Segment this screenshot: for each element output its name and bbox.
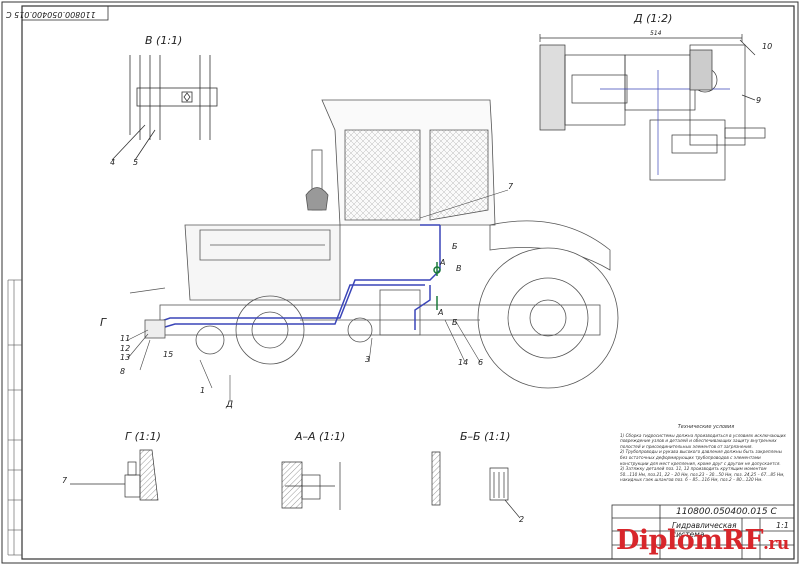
- dimension-width: 514: [650, 30, 662, 37]
- callout-leaders: [127, 189, 509, 400]
- view-title-aa: А–А (1:1): [295, 430, 346, 443]
- callout-2: 2: [519, 515, 525, 524]
- note-line: конструкции для мест крепления, кроме др…: [620, 460, 781, 466]
- callout-6: 6: [478, 358, 484, 367]
- callout-5: 5: [133, 158, 139, 167]
- section-mark-a-lower: А: [438, 308, 444, 317]
- callout-7: 7: [508, 182, 514, 191]
- note-line: 2) Трубопроводы и рукава высокого давлен…: [620, 449, 782, 455]
- view-bb-section: [431, 451, 521, 519]
- view-aa-section: [281, 461, 341, 510]
- watermark-suffix: .ru: [763, 534, 789, 554]
- callout-15: 15: [163, 350, 174, 359]
- rotated-drawing-code: 110800.050400.015 С: [6, 10, 96, 19]
- technical-notes-title: Технические условия: [677, 424, 735, 430]
- section-mark-b-upper: Б: [452, 242, 458, 251]
- note-line: 1) Сборка гидросистемы должна производит…: [620, 432, 786, 438]
- section-mark-a-upper: А: [440, 258, 446, 267]
- view-title-bb: Б–Б (1:1): [460, 430, 511, 443]
- rear-hitch: [129, 287, 166, 339]
- section-mark-b-lower: Б: [452, 318, 458, 327]
- view-title-v: В (1:1): [145, 34, 183, 47]
- stamp-sheet-scale: 1:1: [776, 521, 789, 530]
- watermark-text: DiplomRF: [616, 525, 764, 556]
- note-line: накидных гаек шлангов поз. 6 – 85...116 …: [620, 477, 763, 483]
- technical-notes: Технические условия 1) Сборка гидросисте…: [620, 424, 792, 483]
- rotated-code-box: [21, 5, 109, 21]
- callout-4: 4: [110, 158, 116, 167]
- stamp-drawing-code: 110800.050400.015 С: [676, 507, 777, 517]
- callout-12: 12: [120, 344, 131, 353]
- view-d-section: [539, 34, 766, 181]
- note-line: без остаточных деформирующих трубопровод…: [620, 454, 761, 460]
- callout-11: 11: [120, 334, 131, 343]
- stamp-drawing-title: Гидравлическая система: [672, 521, 737, 539]
- callout-10: 10: [762, 42, 773, 51]
- diplomrf-watermark: DiplomRF.ru: [616, 525, 789, 556]
- note-line: 50...110 Нм, поз.21, 22 – 20 Нм, поз.23 …: [620, 471, 785, 477]
- note-line: повреждение узлов и деталей и обеспечива…: [620, 438, 777, 444]
- title-block: [611, 504, 795, 560]
- callout-9: 9: [756, 96, 762, 105]
- callout-14: 14: [458, 358, 469, 367]
- section-mark-d: Д: [226, 400, 234, 410]
- view-title-d: Д (1:2): [634, 12, 673, 25]
- drawing-frame: [21, 5, 795, 560]
- callout-7-g: 7: [62, 476, 68, 485]
- tractor-main-view: [159, 99, 619, 389]
- view-g-detail: [70, 449, 159, 501]
- note-line: 3) Затяжку деталей поз. 11, 12 производи…: [620, 466, 767, 472]
- view-v-detail: [111, 55, 218, 161]
- callout-3: 3: [365, 355, 371, 364]
- callout-8: 8: [120, 367, 126, 376]
- view-title-g: Г (1:1): [125, 430, 161, 443]
- left-margin-strip: [7, 279, 22, 556]
- callout-1: 1: [200, 386, 206, 395]
- section-mark-g: Г: [100, 316, 107, 329]
- callout-13: 13: [120, 353, 131, 362]
- section-mark-v: В: [456, 264, 462, 273]
- hydraulic-valves: [433, 262, 441, 310]
- note-line: полостей и присоединительных элементов о…: [620, 443, 753, 449]
